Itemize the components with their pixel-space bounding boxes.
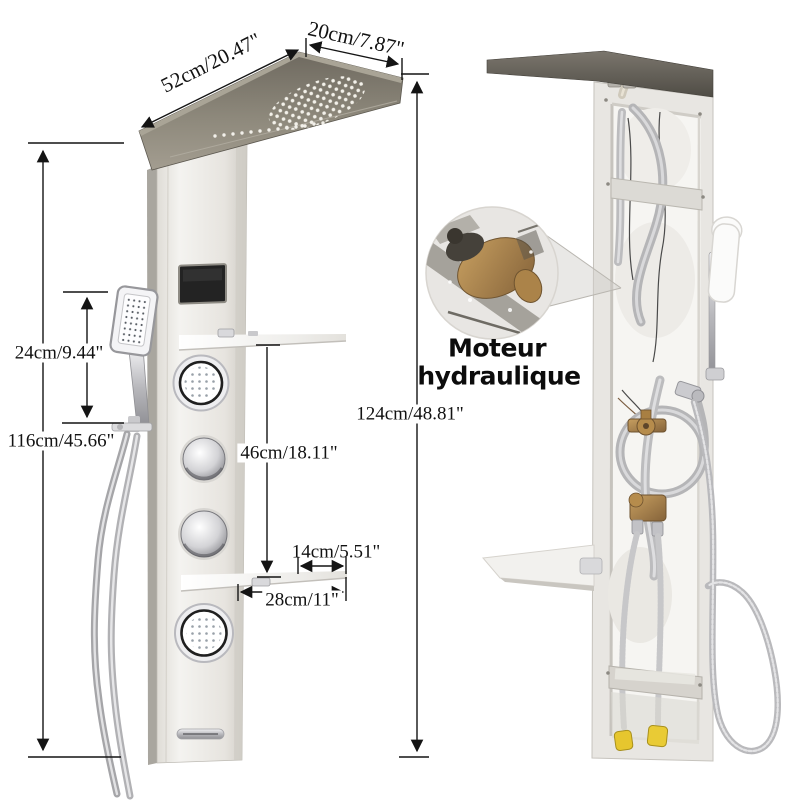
glass-shelf-bottom bbox=[180, 571, 348, 592]
frame-screws bbox=[604, 98, 705, 687]
back-shower-hose bbox=[690, 398, 781, 755]
callout-title-line2: hydraulique bbox=[417, 361, 581, 391]
shelf-back-wedge bbox=[482, 544, 603, 591]
tape-strip bbox=[614, 668, 696, 685]
control-knob-upper bbox=[180, 435, 228, 483]
hand-shower bbox=[109, 285, 159, 432]
front-panel-side-edge bbox=[147, 166, 157, 765]
shelf-clamp bbox=[217, 328, 235, 338]
tub-spout bbox=[176, 728, 225, 740]
dim-label-handshower: 24cm/9.44" bbox=[11, 343, 107, 363]
magnifier-contents bbox=[426, 215, 549, 339]
shower-head-back bbox=[486, 50, 714, 98]
dim-label-back-height: 124cm/48.81" bbox=[353, 404, 467, 424]
bottom-compartment bbox=[611, 692, 700, 744]
hand-shower-face bbox=[120, 295, 149, 345]
dim-line-head-length bbox=[140, 49, 300, 128]
dim-label-shelf-depth: 14cm/5.51" bbox=[291, 541, 381, 563]
dim-label-front-height: 116cm/45.66" bbox=[4, 431, 118, 451]
dim-label-shelf-gap: 46cm/18.11" bbox=[237, 443, 341, 463]
shower-hose bbox=[90, 430, 141, 800]
hand-shower-handle bbox=[128, 347, 150, 427]
callout-title-line1: Moteur bbox=[447, 333, 547, 363]
yellow-caps bbox=[613, 725, 669, 751]
control-knob-lower bbox=[178, 508, 230, 560]
interior-left-wall bbox=[609, 103, 614, 737]
magnifier-callout bbox=[425, 206, 622, 340]
top-cross-bar bbox=[610, 177, 703, 211]
back-view-shower-panel bbox=[482, 50, 781, 762]
brass-manifold bbox=[628, 492, 667, 537]
hydraulic-motor-valve bbox=[627, 409, 667, 436]
dim-line-head-width bbox=[308, 41, 400, 68]
callout-beam bbox=[538, 233, 621, 309]
panel-seam bbox=[165, 162, 169, 763]
body-jet-lower bbox=[174, 603, 234, 663]
rail-foot bbox=[705, 367, 725, 381]
shelf-clamp bbox=[251, 577, 271, 587]
dim-label-shelf-width: 28cm/11" bbox=[262, 590, 342, 610]
body-jet-upper bbox=[172, 354, 230, 412]
back-hand-shower bbox=[705, 216, 743, 381]
front-view-shower-panel bbox=[90, 51, 404, 800]
lcd-display bbox=[178, 263, 227, 305]
shelf-clamp-small bbox=[248, 331, 258, 336]
